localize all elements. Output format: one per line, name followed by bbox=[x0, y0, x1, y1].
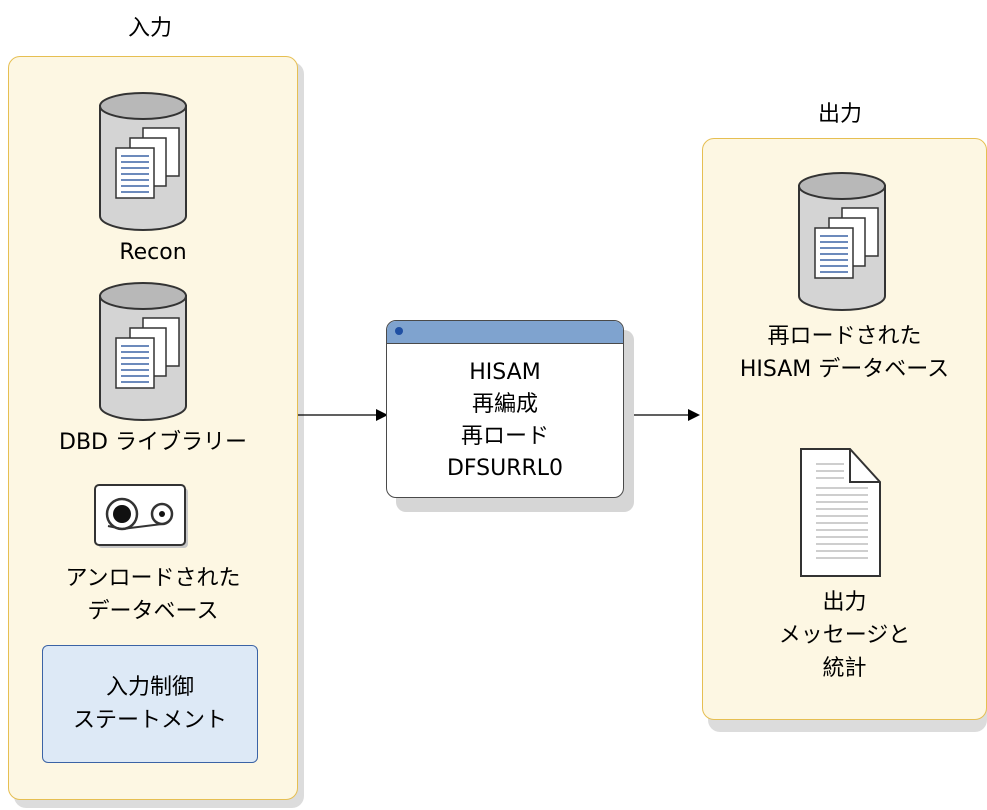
report-label: 出力 メッセージと 統計 bbox=[702, 586, 987, 685]
dbd-library-database-icon bbox=[98, 282, 188, 426]
unloaded-database-label-line-2: データベース bbox=[87, 599, 219, 624]
report-document-icon bbox=[800, 448, 882, 582]
process-to-output-arrowhead bbox=[688, 409, 700, 421]
process-line-1: HISAM bbox=[469, 360, 541, 385]
reloaded-database-label-line-1: 再ロードされた bbox=[767, 324, 922, 349]
process-line-2: 再編成 bbox=[471, 392, 538, 417]
report-label-line-3: 統計 bbox=[822, 656, 867, 681]
reloaded-database-icon bbox=[797, 172, 887, 316]
unloaded-database-label: アンロードされた データベース bbox=[8, 562, 298, 628]
input-control-label-line-2: ステートメント bbox=[72, 708, 227, 733]
process-box: HISAM 再編成 再ロード DFSURRL0 bbox=[386, 320, 624, 498]
input-control-label-line-1: 入力制御 bbox=[105, 675, 194, 700]
input-section-title: 入力 bbox=[127, 16, 172, 41]
tape-icon bbox=[94, 484, 190, 554]
dbd-library-label: DBD ライブラリー bbox=[59, 430, 247, 455]
output-section-title: 出力 bbox=[817, 102, 862, 127]
report-label-line-2: メッセージと bbox=[778, 623, 911, 648]
input-to-process-arrowhead bbox=[376, 409, 388, 421]
input-control-statement-box: 入力制御 ステートメント bbox=[42, 645, 258, 763]
reloaded-database-label: 再ロードされた HISAM データベース bbox=[702, 320, 987, 386]
recon-label: Recon bbox=[119, 240, 187, 265]
recon-database-icon bbox=[98, 92, 188, 236]
report-label-line-1: 出力 bbox=[822, 590, 867, 615]
reloaded-database-label-line-2: HISAM データベース bbox=[739, 357, 950, 382]
window-dot-icon bbox=[395, 327, 403, 335]
process-title-bar bbox=[387, 321, 623, 344]
process-line-3: 再ロード bbox=[460, 424, 549, 449]
process-line-4: DFSURRL0 bbox=[446, 456, 564, 481]
unloaded-database-label-line-1: アンロードされた bbox=[65, 566, 241, 591]
